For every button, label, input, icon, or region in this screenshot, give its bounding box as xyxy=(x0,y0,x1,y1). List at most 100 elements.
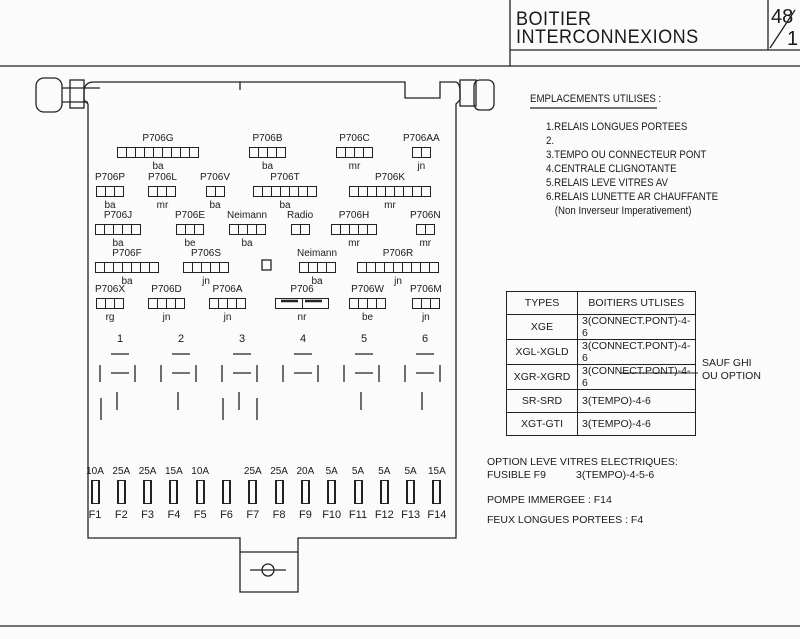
connector-p706e: P706E be xyxy=(175,210,205,249)
option-heading: OPTION LEVE VITRES ELECTRIQUES: xyxy=(487,456,678,468)
fuse-id: F13 xyxy=(401,509,421,521)
fuse-icon xyxy=(379,480,389,504)
connector-p706h: P706H mr xyxy=(331,210,377,249)
connector-name: P706P xyxy=(95,172,126,183)
connector-pins xyxy=(205,186,225,197)
connector-pins xyxy=(336,147,373,158)
fuse-icon xyxy=(300,480,310,504)
emplacement-item: 3.TEMPO OU CONNECTEUR PONT xyxy=(546,149,707,161)
connector-name: P706L xyxy=(148,172,177,183)
connector-color-code: mr xyxy=(419,238,432,249)
fuse-rating: 25A xyxy=(243,466,262,477)
fuse-id: F2 xyxy=(114,509,128,521)
fuse-id: F6 xyxy=(220,509,233,521)
connector-pins xyxy=(290,224,310,235)
connector-pins xyxy=(349,186,431,197)
connector-name: P706A xyxy=(212,284,243,295)
emplacement-item: 6.RELAIS LUNETTE AR CHAUFFANTE xyxy=(546,191,719,203)
fuse-id: F12 xyxy=(374,509,394,521)
connector-color-code: ba xyxy=(152,161,164,172)
connector-color-code: be xyxy=(361,312,374,323)
title-line-1: BOITIER xyxy=(516,9,592,30)
connector-pins xyxy=(415,224,435,235)
connector-color-code: ba xyxy=(112,238,124,249)
fuse-rating xyxy=(214,466,240,478)
connector-color-code: ba xyxy=(311,276,323,287)
connector-pins xyxy=(148,298,185,309)
fuse-id: F8 xyxy=(272,509,286,521)
connector-name: Radio xyxy=(287,210,314,221)
fuse-rating: 5A xyxy=(351,466,365,477)
connector-name: P706V xyxy=(200,172,231,183)
connector-pins xyxy=(275,298,329,309)
connector-pins xyxy=(95,224,141,235)
fuse-icon xyxy=(406,480,416,504)
sheet-number: 48 xyxy=(771,6,794,28)
emplacements-heading: EMPLACEMENTS UTILISES : xyxy=(530,93,662,105)
connector-pins xyxy=(148,186,177,197)
fuse-id: F1 xyxy=(88,509,102,521)
connector-pins xyxy=(176,224,205,235)
connector-color-code: mr xyxy=(348,161,361,172)
emplacement-item: 2. xyxy=(546,135,555,147)
connector-color-code: be xyxy=(184,238,196,249)
pompe-note: POMPE IMMERGEE : F14 xyxy=(487,494,612,506)
connector-p706l: P706L mr xyxy=(148,172,177,211)
connector-color-code: jn xyxy=(202,276,210,287)
fuse-icon xyxy=(143,480,153,504)
fuse-id: F3 xyxy=(141,509,155,521)
title-line-2: INTERCONNEXIONS xyxy=(516,27,699,48)
fuse-rating: 25A xyxy=(138,466,157,477)
connector-color-code: ba xyxy=(104,200,116,211)
fuse-rating: 15A xyxy=(427,466,446,477)
emplacement-note: (Non Inverseur Imperativement) xyxy=(554,205,692,217)
relay-slot-number: 1 xyxy=(117,333,124,345)
connector-name: Neimann xyxy=(227,210,268,221)
connector-pins xyxy=(411,298,440,309)
fuse-icon xyxy=(116,480,126,504)
fuse-id: F14 xyxy=(427,509,447,521)
connector-name: P706S xyxy=(190,248,222,259)
connector-color-code: jn xyxy=(417,161,426,172)
fuse-icon xyxy=(327,480,337,504)
connector-color-code: ba xyxy=(209,200,221,211)
sheet-index: 1 xyxy=(787,28,799,50)
fuse-rating: 10A xyxy=(191,466,210,477)
fuse-icon xyxy=(248,480,258,504)
fuse-f12: 5A F12 xyxy=(371,466,397,521)
fuse-rating: 20A xyxy=(296,466,315,477)
connector-name: P706B xyxy=(252,133,283,144)
connector-p706s: P706S jn xyxy=(183,248,229,287)
relay-slot-number: 5 xyxy=(361,333,368,345)
emplacement-item: 1.RELAIS LONGUES PORTEES xyxy=(546,121,688,133)
connector-color-code: jn xyxy=(394,276,402,287)
connector-name: P706H xyxy=(338,210,370,221)
connector-pins xyxy=(357,262,439,273)
connector-color-code: mr xyxy=(156,200,169,211)
connector-name: P706J xyxy=(103,210,133,221)
connector-color-code: nr xyxy=(297,312,307,323)
fuse-rating: 5A xyxy=(378,466,391,477)
connector-color-code: mr xyxy=(348,238,360,249)
connector-name: P706E xyxy=(175,210,206,221)
